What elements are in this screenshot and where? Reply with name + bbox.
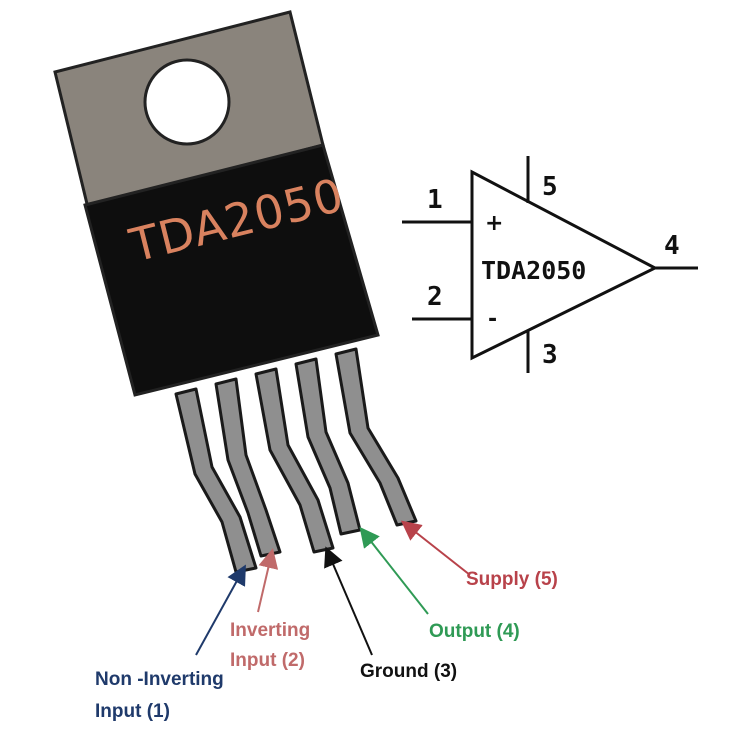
pin-number-3: 3 (542, 340, 558, 370)
chip-leads (174, 347, 418, 574)
amplifier-symbol (402, 156, 698, 373)
label-non-inverting-line1: Non -Inverting (95, 669, 224, 690)
label-inverting-line1: Inverting (230, 620, 310, 641)
label-non-inverting-line2: Input (1) (95, 701, 170, 722)
arrow-ground (324, 546, 373, 656)
arrow-output (359, 526, 429, 615)
lead-2 (214, 377, 282, 558)
non-inverting-sign: + (485, 211, 503, 236)
pin-number-4: 4 (664, 231, 680, 261)
lead-1 (174, 387, 258, 574)
label-ground: Ground (3) (360, 661, 457, 682)
pin-number-2: 2 (427, 282, 443, 312)
mounting-hole (143, 58, 231, 146)
label-output: Output (4) (429, 621, 520, 642)
inverting-sign: - (488, 307, 497, 332)
amplifier-triangle (470, 169, 659, 361)
label-inverting-line2: Input (2) (230, 650, 305, 671)
pin-number-1: 1 (427, 185, 443, 215)
arrow-inverting (257, 548, 279, 613)
arrow-supply (400, 520, 471, 576)
chip-body (83, 143, 380, 397)
chip-package: TDA2050 (53, 10, 418, 574)
pin-number-5: 5 (542, 172, 558, 202)
label-supply: Supply (5) (466, 569, 558, 590)
arrow-non-inverting (195, 564, 246, 656)
symbol-name: TDA2050 (481, 256, 586, 285)
